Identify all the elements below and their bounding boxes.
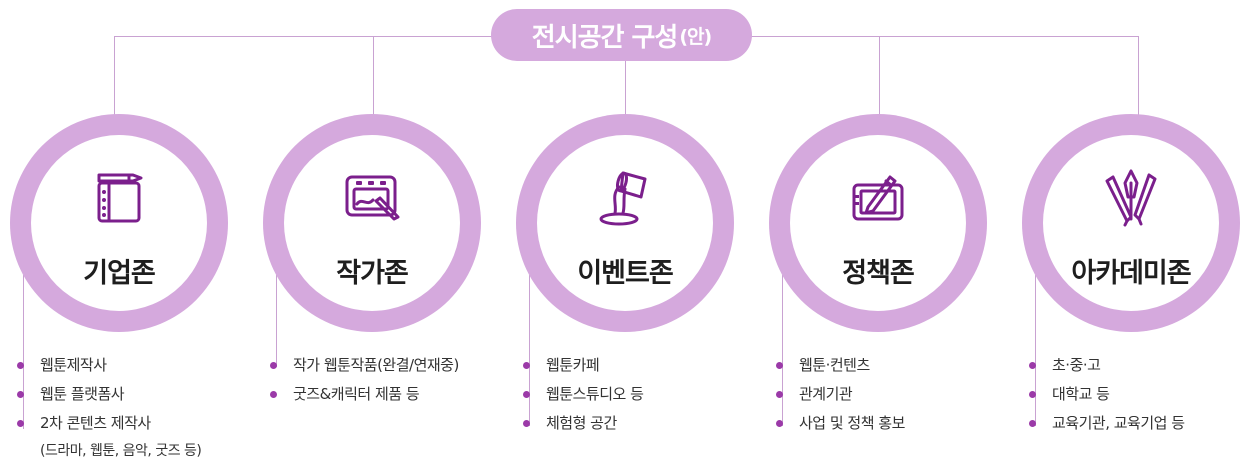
list-line-zone-4 xyxy=(782,275,783,426)
list-item: 굿즈&캐릭터 제품 등 xyxy=(270,380,459,409)
list-item: 사업 및 정책 홍보 xyxy=(776,409,905,438)
zone-5-list: 초·중·고 대학교 등 교육기관, 교육기업 등 xyxy=(1029,351,1185,438)
zone-1-list: 웹툰제작사 웹툰 플랫폼사 2차 콘텐츠 제작사 xyxy=(17,351,151,438)
zone-name: 아카데미존 xyxy=(1071,258,1191,289)
tablet-pen-icon xyxy=(97,173,143,223)
list-item: 2차 콘텐츠 제작사 xyxy=(17,409,151,438)
list-item: 체험형 공간 xyxy=(522,409,643,438)
list-item: 대학교 등 xyxy=(1029,380,1185,409)
zone-name: 작가존 xyxy=(336,258,409,289)
zone-3-list: 웹툰카페 웹툰스튜디오 등 체험형 공간 xyxy=(522,351,644,438)
list-item: 작가 웹툰작품(완결/연재중) xyxy=(270,351,459,380)
art-tools-icon xyxy=(1105,169,1157,227)
zone-1-note: (드라마, 웹툰, 음악, 굿즈 등) xyxy=(40,443,202,459)
list-item: 웹툰·컨텐츠 xyxy=(776,351,905,380)
list-line-zone-2 xyxy=(276,275,277,367)
paint-bucket-icon xyxy=(599,171,647,226)
title-main: 전시공간 구성 xyxy=(531,22,679,53)
connector-zone-5 xyxy=(1138,36,1139,120)
zone-name: 기업존 xyxy=(83,258,156,289)
diagram-title: 전시공간 구성 (안) xyxy=(491,9,752,61)
zone-2-list: 작가 웹툰작품(완결/연재중) 굿즈&캐릭터 제품 등 xyxy=(270,351,459,409)
zone-name: 이벤트존 xyxy=(577,258,673,289)
pen-tablet-icon xyxy=(852,175,904,221)
list-line-zone-3 xyxy=(529,275,530,426)
list-item: 초·중·고 xyxy=(1029,351,1185,380)
list-item: 웹툰카페 xyxy=(522,351,643,380)
connector-zone-3 xyxy=(625,60,626,120)
zone-name: 정책존 xyxy=(842,258,915,289)
list-item: 웹툰제작사 xyxy=(17,351,151,380)
title-suffix: (안) xyxy=(679,25,712,48)
list-item: 관계기관 xyxy=(776,380,905,409)
zone-4-list: 웹툰·컨텐츠 관계기관 사업 및 정책 홍보 xyxy=(776,351,905,438)
drawing-tablet-icon xyxy=(345,175,400,221)
list-line-zone-1 xyxy=(23,275,24,429)
connector-zone-4 xyxy=(879,36,880,120)
zone-circle-event: 이벤트존 xyxy=(516,114,734,332)
list-line-zone-5 xyxy=(1035,275,1036,426)
connector-zone-2 xyxy=(373,36,374,120)
zone-circle-academy: 아카데미존 xyxy=(1022,114,1240,332)
zone-circle-artist: 작가존 xyxy=(263,114,481,332)
connector-zone-1 xyxy=(114,36,115,120)
list-item: 웹툰스튜디오 등 xyxy=(522,380,644,409)
zone-circle-policy: 정책존 xyxy=(769,114,987,332)
list-item: 교육기관, 교육기업 등 xyxy=(1029,409,1185,438)
zone-circle-company: 기업존 xyxy=(10,114,228,332)
list-item: 웹툰 플랫폼사 xyxy=(17,380,151,409)
